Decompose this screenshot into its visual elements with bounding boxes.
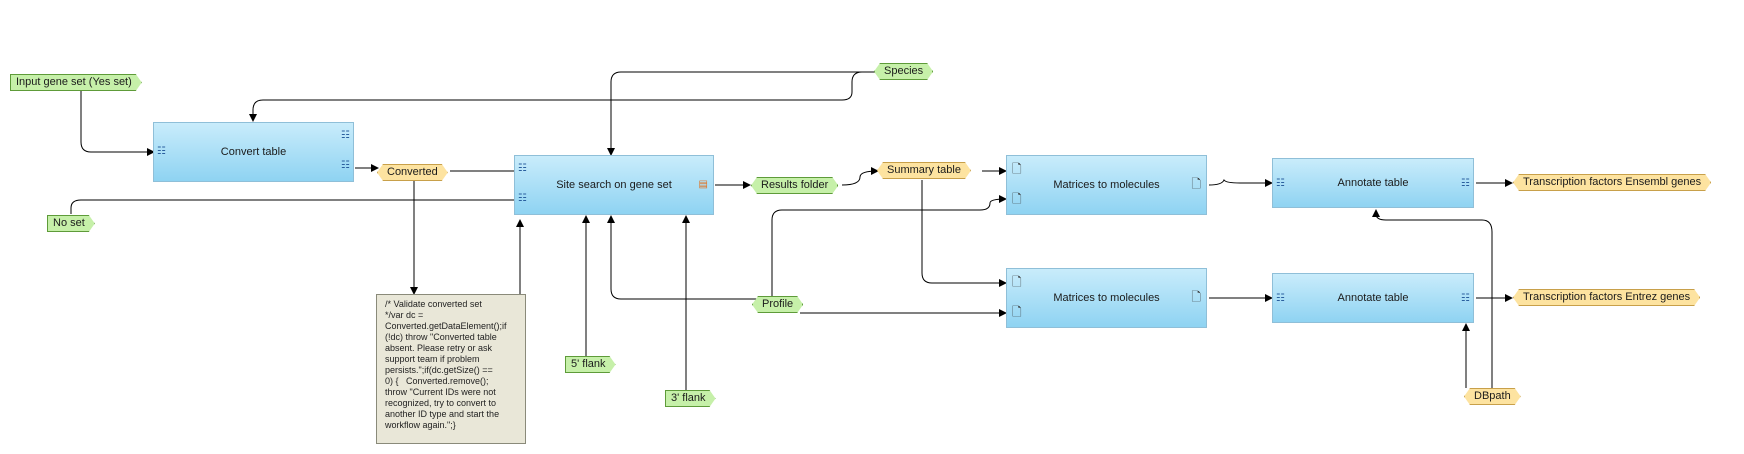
table-port-icon: ☷ xyxy=(157,146,166,157)
no-set-tag[interactable]: No set xyxy=(47,215,95,232)
table-convert-port-icon: ☷ xyxy=(341,160,350,171)
node-title: Annotate table xyxy=(1337,177,1409,189)
edge-input-to-convert xyxy=(80,83,155,156)
site-search-node[interactable]: ☷ ☷ Site search on gene set ▤ xyxy=(514,155,714,215)
table-port-icon: ☷ xyxy=(341,130,350,141)
results-folder-tag[interactable]: Results folder xyxy=(751,177,838,194)
flank5-tag[interactable]: 5' flank xyxy=(565,356,616,373)
edge-species-to-search xyxy=(607,71,876,156)
tf-ensembl-tag[interactable]: Transcription factors Ensembl genes xyxy=(1513,174,1711,191)
edge-profile-to-matrices1 xyxy=(771,195,1007,296)
table-convert-port-icon: ☷ xyxy=(518,193,527,204)
flank3-tag[interactable]: 3' flank xyxy=(665,390,716,407)
edge-profile-to-search xyxy=(607,215,757,300)
document-port-icon: 🗋 xyxy=(1012,162,1022,176)
summary-table-tag[interactable]: Summary table xyxy=(877,162,971,179)
folder-port-icon: ▤ xyxy=(698,179,708,190)
edge-dbpath-to-annotate1 xyxy=(1372,209,1493,388)
matrices-to-molecules-node-1[interactable]: 🗋 🗋 Matrices to molecules 🗋 xyxy=(1006,155,1207,215)
converted-tag[interactable]: Converted xyxy=(377,164,448,181)
node-title: Matrices to molecules xyxy=(1053,179,1160,191)
matrices-to-molecules-node-2[interactable]: 🗋 🗋 Matrices to molecules 🗋 xyxy=(1006,268,1207,328)
document-port-icon: 🗋 xyxy=(1012,305,1022,319)
annotate-table-node-2[interactable]: ☷ Annotate table ☷ xyxy=(1272,273,1474,323)
document-port-icon: 🗋 xyxy=(1191,177,1201,191)
edge-summary-to-matrices2 xyxy=(921,180,1007,287)
document-port-icon: 🗋 xyxy=(1191,290,1201,304)
edge-species-to-convert xyxy=(249,71,876,122)
dbpath-tag[interactable]: DBpath xyxy=(1464,388,1521,405)
table-port-icon: ☷ xyxy=(1276,178,1285,189)
node-title: Convert table xyxy=(220,146,287,158)
validation-script-note[interactable]: /* Validate converted set */var dc = Con… xyxy=(376,294,526,444)
tf-entrez-tag[interactable]: Transcription factors Entrez genes xyxy=(1513,289,1700,306)
species-tag[interactable]: Species xyxy=(874,63,933,80)
input-gene-set-tag[interactable]: Input gene set (Yes set) xyxy=(10,74,142,91)
edge-noset-to-search xyxy=(70,196,531,214)
edge-results-to-summary xyxy=(841,167,879,186)
table-port-icon: ☷ xyxy=(1461,178,1470,189)
table-convert-port-icon: ☷ xyxy=(518,163,527,174)
convert-table-node[interactable]: ☷ Convert table ☷ ☷ xyxy=(153,122,354,182)
node-title: Annotate table xyxy=(1337,292,1409,304)
document-port-icon: 🗋 xyxy=(1012,275,1022,289)
edge-matrices1-to-annotate1 xyxy=(1208,178,1273,187)
annotate-table-node-1[interactable]: ☷ Annotate table ☷ xyxy=(1272,158,1474,208)
document-port-icon: 🗋 xyxy=(1012,192,1022,206)
node-title: Site search on gene set xyxy=(556,179,672,191)
profile-tag[interactable]: Profile xyxy=(752,296,803,313)
node-title: Matrices to molecules xyxy=(1053,292,1160,304)
table-port-icon: ☷ xyxy=(1276,293,1285,304)
table-port-icon: ☷ xyxy=(1461,293,1470,304)
